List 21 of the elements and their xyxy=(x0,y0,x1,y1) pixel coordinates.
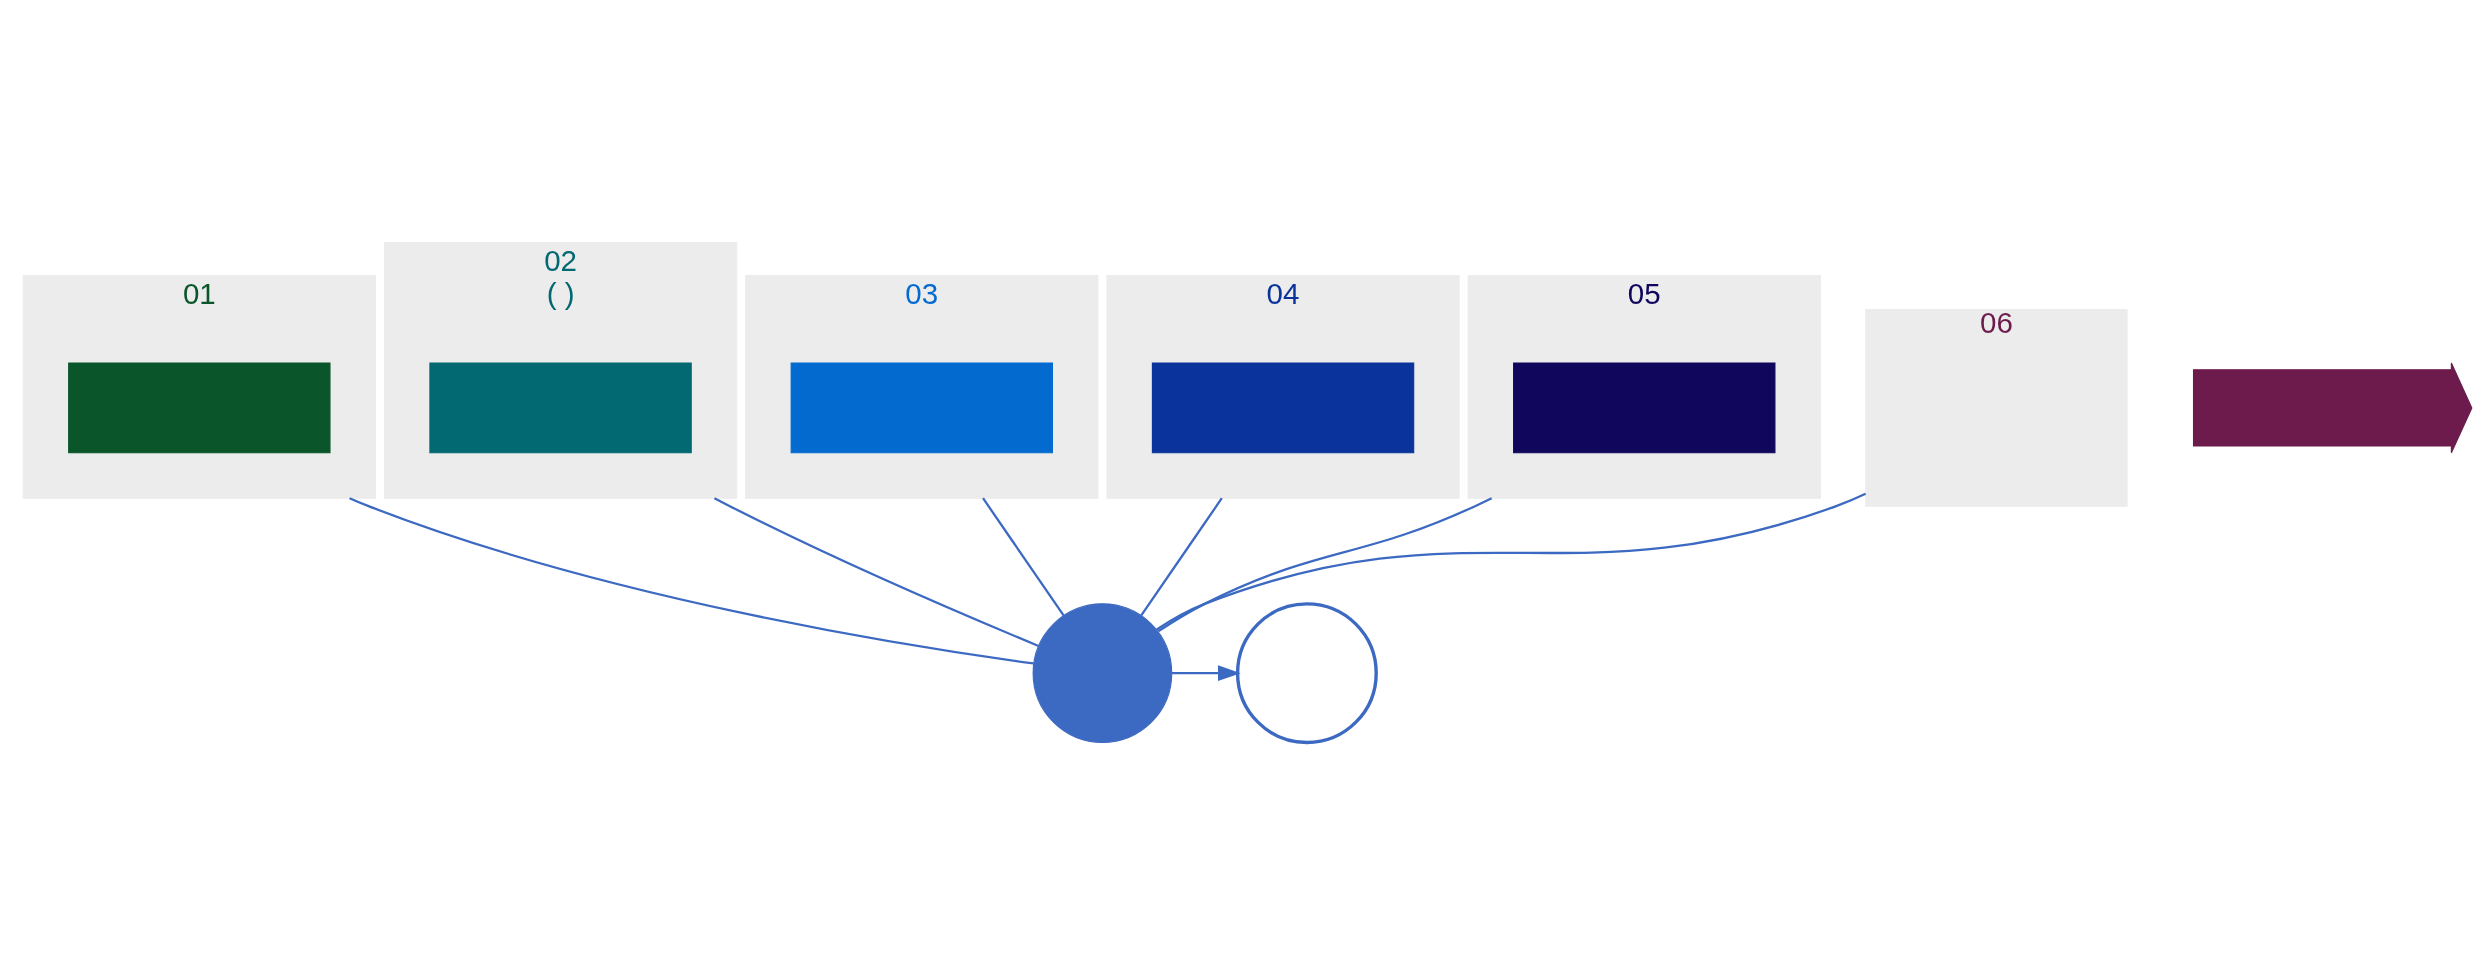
connector xyxy=(1156,492,1867,630)
node-bar xyxy=(68,361,331,453)
node-box: 06 xyxy=(1865,308,2128,507)
cluster: 05 xyxy=(1467,274,1821,499)
cluster: 03 xyxy=(745,274,1099,499)
cluster: 02 ( ) xyxy=(383,241,738,499)
connector xyxy=(1157,496,1493,632)
connector xyxy=(349,496,1034,665)
cluster: 04 xyxy=(1106,274,1460,499)
node-bar xyxy=(1513,361,1776,453)
connector xyxy=(982,497,1065,616)
node-circle xyxy=(1032,602,1173,743)
node-arrow xyxy=(2192,361,2473,453)
connector xyxy=(713,496,1039,647)
cluster: 01 xyxy=(22,274,376,499)
arrow xyxy=(1171,664,1241,681)
node-bar xyxy=(429,361,692,453)
node-bar xyxy=(790,361,1053,453)
node-circle xyxy=(1235,601,1378,744)
connector xyxy=(1140,497,1223,616)
node-bar xyxy=(1151,361,1415,453)
